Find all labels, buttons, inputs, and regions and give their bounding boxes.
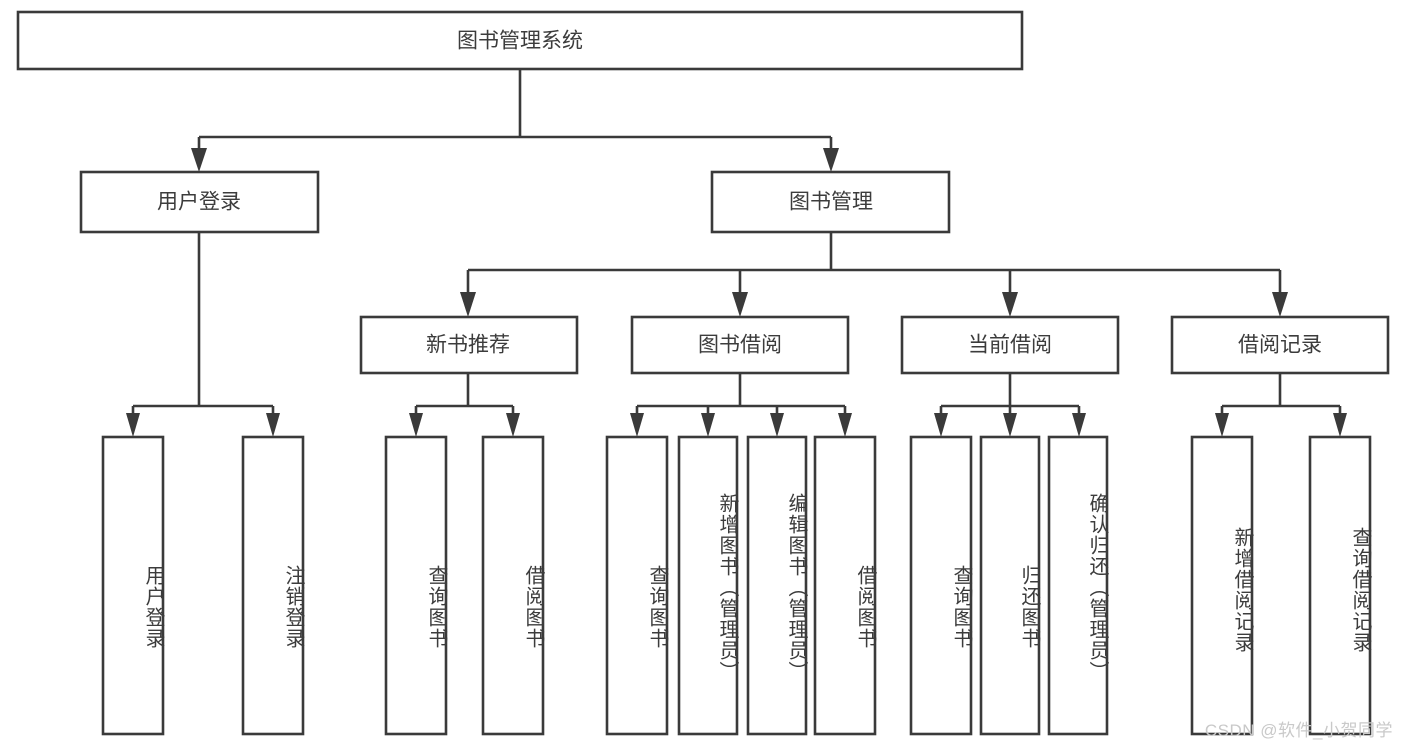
node-borrow-record[interactable]: 借阅记录 — [1170, 315, 1390, 375]
arrowhead-borrow-record — [1272, 292, 1288, 317]
leaf-edit-book-box[interactable] — [746, 435, 808, 736]
arrowhead-leaf-user-logout — [266, 413, 280, 437]
arrowhead-leaf-return-book — [1003, 413, 1017, 437]
arrowhead-leaf-borrow-book-1 — [506, 413, 520, 437]
node-book-management[interactable]: 图书管理 — [710, 170, 951, 234]
arrowhead-user-login — [191, 148, 207, 172]
leaf-query-book-1-box[interactable] — [384, 435, 448, 736]
node-new-book-recommend-label: 新书推荐 — [426, 334, 510, 357]
leaf-query-record-box[interactable] — [1308, 435, 1372, 736]
node-borrow-record-label: 借阅记录 — [1238, 334, 1322, 357]
node-book-borrow-label: 图书借阅 — [698, 334, 782, 357]
leaf-return-book-box[interactable] — [979, 435, 1041, 736]
leaf-add-record-box[interactable] — [1190, 435, 1254, 736]
leaf-query-book-3-box[interactable] — [909, 435, 973, 736]
node-user-login-label: 用户登录 — [157, 191, 241, 214]
node-current-borrow-label: 当前借阅 — [968, 334, 1052, 357]
node-borrow-record-box[interactable] — [1170, 315, 1390, 375]
leaf-query-book-2-box[interactable] — [605, 435, 669, 736]
node-root-label: 图书管理系统 — [457, 30, 583, 53]
leaf-add-book-box[interactable] — [677, 435, 739, 736]
arrowhead-leaf-add-record — [1215, 413, 1229, 437]
arrowhead-leaf-query-book-1 — [409, 413, 423, 437]
arrowhead-leaf-query-book-3 — [934, 413, 948, 437]
edges-new-book-recommend-to-leaves — [409, 373, 520, 437]
leaf-borrow-book-2-box[interactable] — [813, 435, 877, 736]
arrowhead-leaf-add-book — [701, 413, 715, 437]
edges-root-to-level2 — [191, 69, 839, 172]
arrowhead-current-borrow — [1002, 292, 1018, 317]
leaf-user-logout-box[interactable] — [241, 435, 305, 736]
leaf-confirm-return-box[interactable] — [1047, 435, 1109, 736]
node-book-borrow[interactable]: 图书借阅 — [630, 315, 850, 375]
arrowhead-leaf-borrow-book-2 — [838, 413, 852, 437]
arrowhead-leaf-query-record — [1333, 413, 1347, 437]
arrowhead-book-borrow — [732, 292, 748, 317]
node-user-login[interactable]: 用户登录 — [79, 170, 320, 234]
node-current-borrow[interactable]: 当前借阅 — [900, 315, 1120, 375]
node-user-login-box[interactable] — [79, 170, 320, 234]
arrowhead-leaf-edit-book — [770, 413, 784, 437]
arrowhead-book-management — [823, 148, 839, 172]
node-root-box[interactable] — [16, 10, 1024, 71]
edges-book-borrow-to-leaves — [630, 373, 852, 437]
edges-book-management-to-level3 — [460, 232, 1288, 317]
arrowhead-leaf-confirm-return — [1072, 413, 1086, 437]
arrowhead-new-book-recommend — [460, 292, 476, 317]
csdn-watermark: CSDN @软件_小贺同学 — [1204, 721, 1393, 740]
node-book-management-label: 图书管理 — [789, 191, 873, 214]
node-new-book-recommend[interactable]: 新书推荐 — [359, 315, 579, 375]
node-book-management-box[interactable] — [710, 170, 951, 234]
arrowhead-leaf-query-book-2 — [630, 413, 644, 437]
leaf-borrow-book-1-box[interactable] — [481, 435, 545, 736]
node-book-borrow-box[interactable] — [630, 315, 850, 375]
node-root[interactable]: 图书管理系统 — [16, 10, 1024, 71]
edges-borrow-record-to-leaves — [1215, 373, 1347, 437]
leaf-user-login-box[interactable] — [101, 435, 165, 736]
leaf-boxes — [101, 435, 1372, 736]
arrowhead-leaf-user-login — [126, 413, 140, 437]
node-current-borrow-box[interactable] — [900, 315, 1120, 375]
edges-user-login-to-leaves — [126, 232, 280, 437]
edges-current-borrow-to-leaves — [934, 373, 1086, 437]
node-new-book-recommend-box[interactable] — [359, 315, 579, 375]
